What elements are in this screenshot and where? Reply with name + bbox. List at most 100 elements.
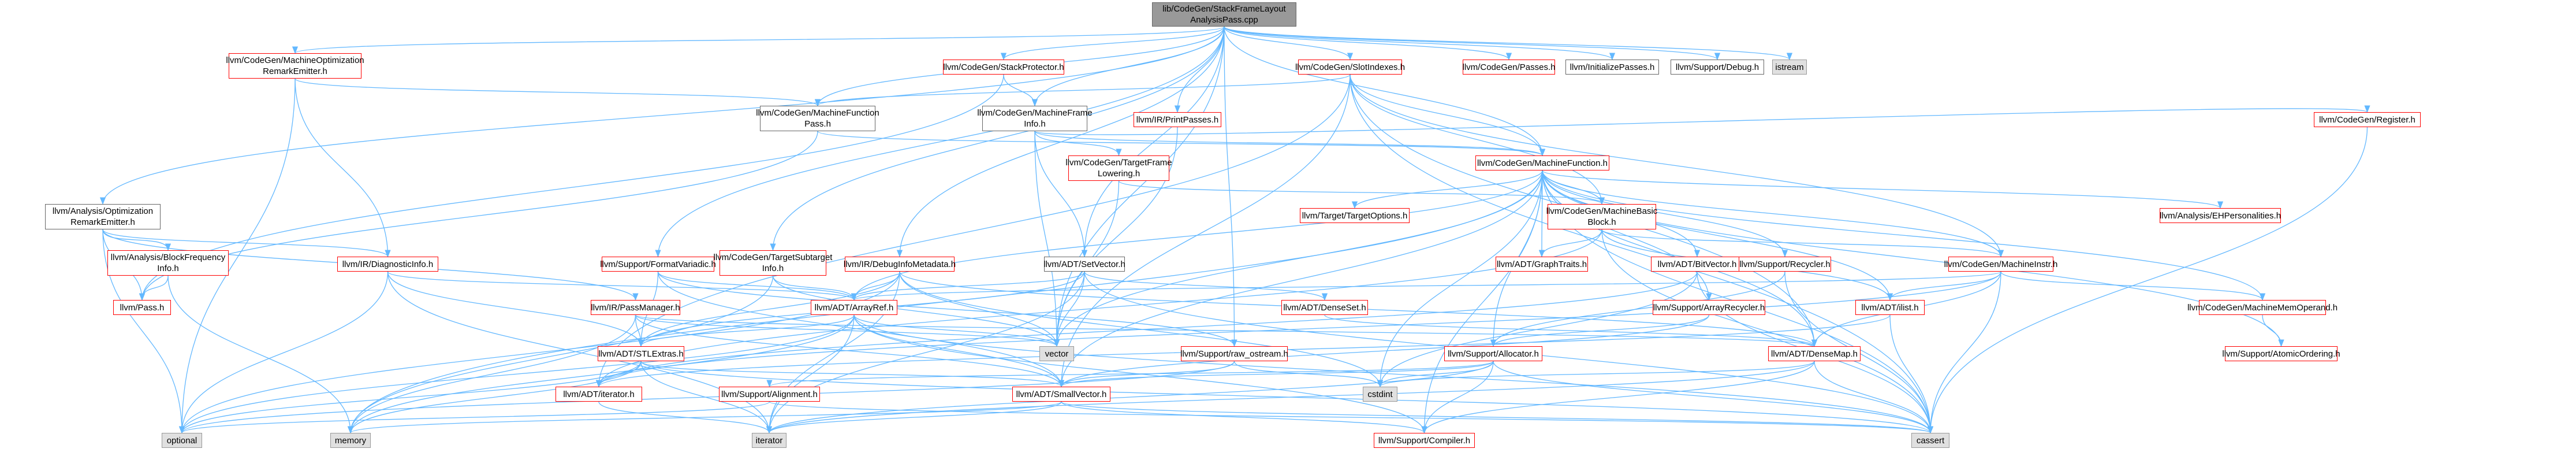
edge-passmanager-densemap: [635, 314, 1817, 347]
node-densemap[interactable]: llvm/ADT/DenseMap.h: [1768, 346, 1861, 361]
edge-slotindexes-iteratorh: [595, 74, 1351, 388]
edge-root-initpasses: [1224, 26, 1615, 61]
node-printpasses[interactable]: llvm/IR/PrintPasses.h: [1134, 112, 1221, 127]
node-passes[interactable]: llvm/CodeGen/Passes.h: [1463, 60, 1555, 75]
node-vector[interactable]: vector: [1039, 346, 1074, 361]
edge-arrayref-cassert: [853, 314, 1933, 434]
edge-smallvector-memory: [348, 401, 1062, 434]
edge-allocator-cassert: [1493, 361, 1934, 434]
node-targetframelowering[interactable]: llvm/CodeGen/TargetFrame Lowering.h: [1065, 155, 1172, 181]
edge-tsi-vector: [772, 275, 1060, 347]
node-recycler[interactable]: llvm/Support/Recycler.h: [1739, 257, 1831, 272]
edge-analysis_opt-optional: [102, 229, 185, 434]
edge-minstr-arrayref: [851, 271, 2001, 301]
node-mfpass[interactable]: llvm/CodeGen/MachineFunction Pass.h: [756, 106, 879, 131]
node-initializepasses[interactable]: llvm/InitializePasses.h: [1565, 60, 1659, 75]
edge-slotindexes-cassert: [1349, 74, 1934, 434]
edge-mbb-cassert: [1601, 229, 1934, 434]
node-compiler[interactable]: llvm/Support/Compiler.h: [1374, 433, 1475, 448]
node-arrayref[interactable]: llvm/ADT/ArrayRef.h: [811, 300, 897, 315]
node-adt-iterator[interactable]: llvm/ADT/iterator.h: [556, 387, 642, 402]
node-stackprotector[interactable]: llvm/CodeGen/StackProtector.h: [943, 60, 1064, 75]
edge-mfunction-arrayref: [851, 170, 1543, 301]
edge-allocator-iterator: [766, 361, 1494, 434]
node-memory[interactable]: memory: [330, 433, 371, 448]
edge-arrayref-stlextras: [638, 314, 855, 347]
edge-mcopt_remark-mfpass: [294, 78, 821, 107]
node-stlextras[interactable]: llvm/ADT/STLExtras.h: [598, 346, 684, 361]
edge-arrayref-iterator: [766, 314, 855, 434]
node-debuginfometadata[interactable]: llvm/IR/DebugInfoMetadata.h: [844, 257, 956, 272]
edge-mfunction-ilist: [1542, 170, 1893, 301]
edge-mfunction-minstr: [1542, 170, 2004, 258]
edge-formatvariadic-rawostream: [657, 271, 1237, 347]
node-machinebasicblock[interactable]: llvm/CodeGen/MachineBasic Block.h: [1546, 204, 1657, 229]
edge-slotindexes-mbb: [1349, 74, 1605, 205]
node-setvector[interactable]: llvm/ADT/SetVector.h: [1043, 257, 1125, 272]
node-arrayrecycler[interactable]: llvm/Support/ArrayRecycler.h: [1653, 300, 1765, 315]
edge-root-slotindexes: [1224, 26, 1354, 61]
edge-slotindexes-mfunction: [1349, 74, 1546, 157]
node-allocator[interactable]: llvm/Support/Allocator.h: [1444, 346, 1542, 361]
edge-iteratorh-iterator: [598, 401, 773, 434]
node-blockfrequencyinfo[interactable]: llvm/Analysis/BlockFrequency Info.h: [107, 250, 229, 276]
edge-denseset-densemap: [1324, 314, 1817, 347]
edge-allocator-alignment: [766, 361, 1494, 388]
node-debug[interactable]: llvm/Support/Debug.h: [1671, 60, 1764, 75]
node-machineinstr[interactable]: llvm/CodeGen/MachineInstr.h: [1944, 257, 2057, 272]
node-passmanager[interactable]: llvm/IR/PassManager.h: [591, 300, 680, 315]
edge-mcopt_remark-diaginfo: [294, 78, 391, 258]
node-targetoptions[interactable]: llvm/Target/TargetOptions.h: [1300, 208, 1410, 223]
node-mcopt-remark[interactable]: llvm/CodeGen/MachineOptimization RemarkE…: [226, 53, 364, 79]
edge-densemap-iterator: [766, 361, 1815, 434]
node-analysis-opt-remark[interactable]: llvm/Analysis/Optimization RemarkEmitter…: [45, 204, 161, 229]
edge-analysis_opt-diaginfo: [102, 229, 391, 258]
node-rawostream[interactable]: llvm/Support/raw_ostream.h: [1180, 346, 1288, 361]
node-atomicordering[interactable]: llvm/Support/AtomicOrdering.h: [2222, 346, 2340, 361]
node-iterator[interactable]: iterator: [752, 433, 786, 448]
edge-mframeinfo-tfl: [1034, 131, 1122, 157]
edge-debuginfometa-optional: [178, 271, 900, 434]
node-mframeinfo[interactable]: llvm/CodeGen/MachineFrame Info.h: [977, 106, 1093, 131]
edge-stlextras-smallvector: [640, 361, 1064, 388]
edge-densemap-cstdint: [1377, 361, 1815, 388]
node-smallvector[interactable]: llvm/ADT/SmallVector.h: [1012, 387, 1110, 402]
edge-arrayref-memory: [347, 314, 855, 434]
edge-debuginfometa-cstdint: [899, 271, 1384, 388]
edge-mfunction-compiler: [1421, 170, 1543, 434]
node-cassert[interactable]: cassert: [1911, 433, 1949, 448]
node-alignment[interactable]: llvm/Support/Alignment.h: [719, 387, 820, 402]
edge-bfi-pass: [139, 275, 169, 301]
edge-root-stackprotector: [1000, 26, 1225, 61]
edge-root-analysis_opt: [99, 26, 1225, 205]
edge-rawostream-optional: [179, 361, 1235, 434]
edge-slotindexes-minstr: [1349, 74, 2004, 258]
edge-arrayrecycler-allocator: [1490, 314, 1710, 347]
node-diagnosticinfo[interactable]: llvm/IR/DiagnosticInfo.h: [337, 257, 438, 272]
node-ilist[interactable]: llvm/ADT/ilist.h: [1855, 300, 1925, 315]
edge-diaginfo-arrayref: [387, 271, 857, 301]
node-optional[interactable]: optional: [162, 433, 202, 448]
node-istream[interactable]: istream: [1772, 60, 1807, 75]
node-bitvector[interactable]: llvm/ADT/BitVector.h: [1651, 257, 1743, 272]
node-pass[interactable]: llvm/Pass.h: [113, 300, 171, 315]
edge-slotindexes-mfpass: [815, 74, 1351, 107]
edge-alignment-cassert: [769, 401, 1933, 434]
edge-minstr-mmo: [2000, 271, 2266, 301]
node-root-file[interactable]: lib/CodeGen/StackFrameLayout AnalysisPas…: [1152, 2, 1296, 27]
node-cstdint[interactable]: cstdint: [1363, 387, 1397, 402]
edge-root-formatvariadic: [655, 26, 1225, 258]
node-denseset[interactable]: llvm/ADT/DenseSet.h: [1281, 300, 1368, 315]
edge-mfunction-smallvector: [1058, 170, 1543, 388]
edge-setvector-arrayref: [851, 271, 1085, 301]
node-mfunction[interactable]: llvm/CodeGen/MachineFunction.h: [1475, 155, 1609, 170]
node-targetsubtargetinfo[interactable]: llvm/CodeGen/TargetSubtarget Info.h: [714, 250, 832, 276]
node-graphtraits[interactable]: llvm/ADT/GraphTraits.h: [1496, 257, 1588, 272]
node-formatvariadic[interactable]: llvm/Support/FormatVariadic.h: [600, 257, 716, 272]
node-slotindexes[interactable]: llvm/CodeGen/SlotIndexes.h: [1295, 60, 1405, 75]
node-register[interactable]: llvm/CodeGen/Register.h: [2314, 112, 2421, 127]
node-ehpersonalities[interactable]: llvm/Analysis/EHPersonalities.h: [2160, 208, 2281, 223]
node-machinememoperand[interactable]: llvm/CodeGen/MachineMemOperand.h: [2187, 300, 2338, 315]
edge-setvector-iterator: [766, 271, 1085, 434]
